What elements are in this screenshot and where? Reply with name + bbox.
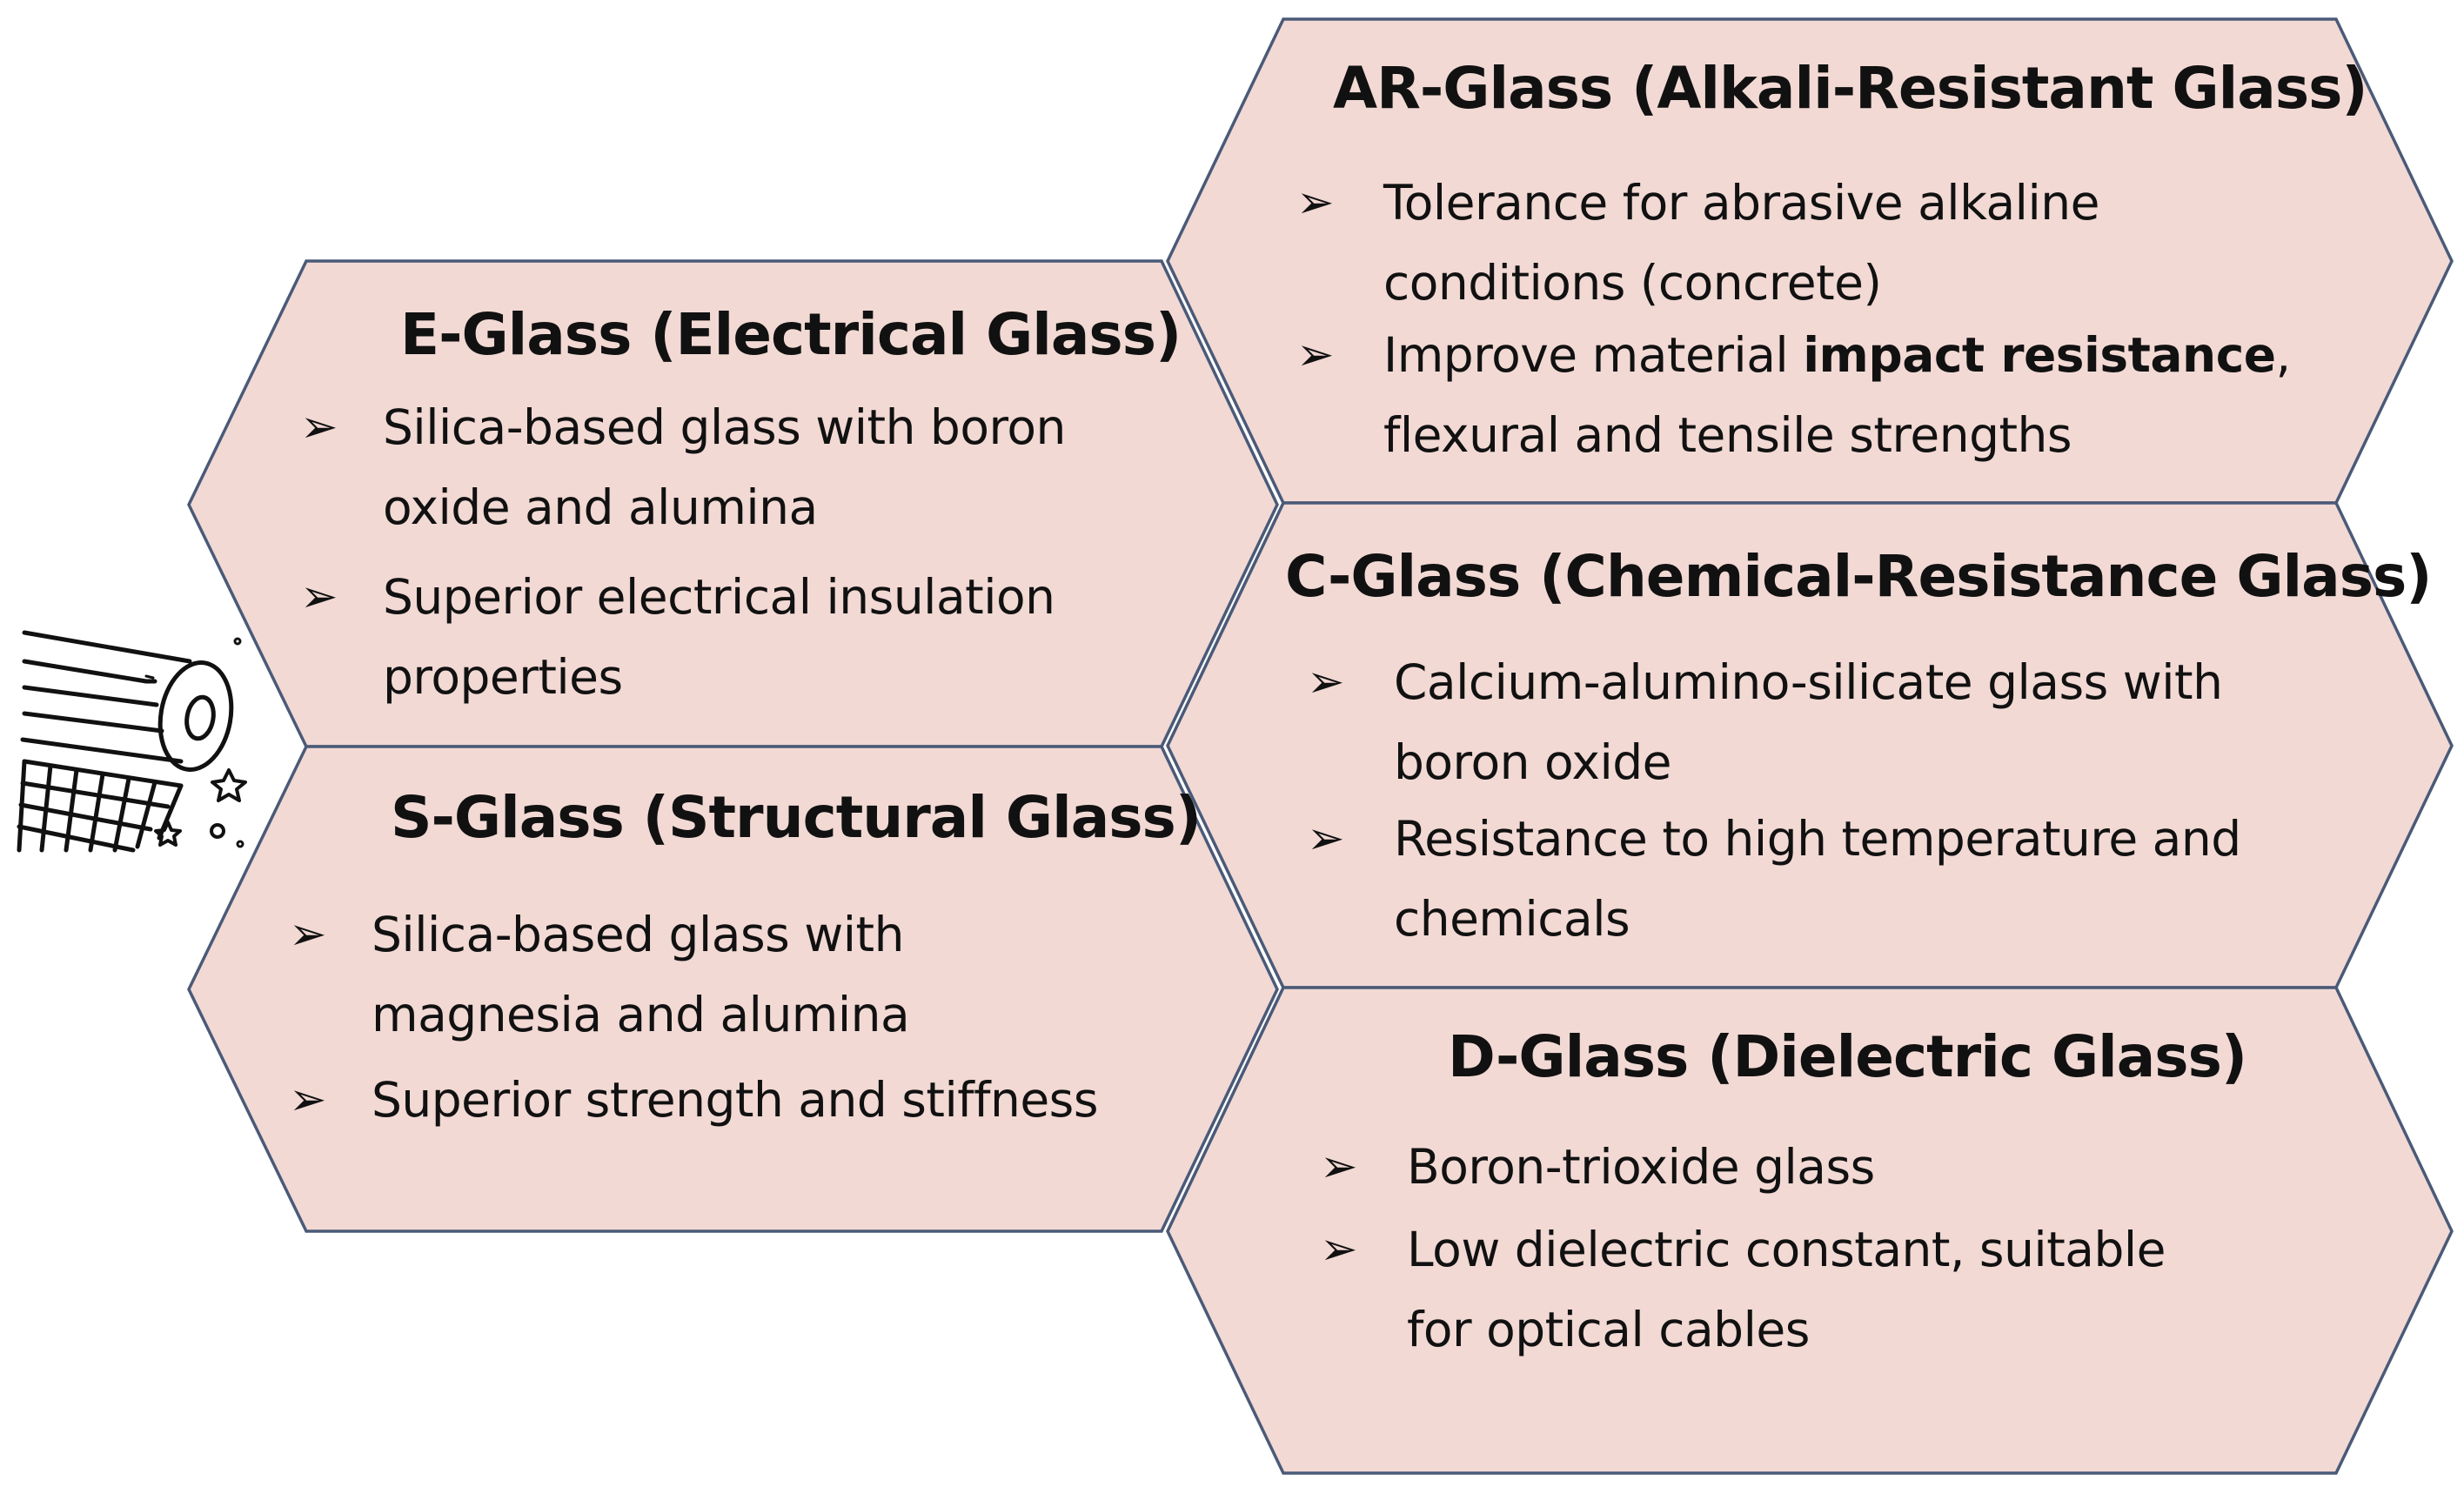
c-glass-card: C-Glass (Chemical-Resistance Glass) ➢ Ca… (1168, 503, 2452, 988)
ar-glass-bullet-2: ➢ Improve material impact resistance, fl… (1296, 315, 2436, 475)
c-glass-bullet-1-line-2: boron oxide (1394, 734, 1672, 790)
arrow-bullet-icon: ➢ (289, 1074, 327, 1126)
d-glass-title: D-Glass (Dielectric Glass) (1448, 1023, 2247, 1090)
e-glass-bullet-2-line-1: Superior electrical insulation (383, 569, 1055, 625)
e-glass-bullet-1: ➢ Silica-based glass with boron oxide an… (300, 387, 1257, 547)
e-glass-bullet-1-line-1: Silica-based glass with boron (383, 399, 1066, 455)
s-glass-bullet-2: ➢ Superior strength and stiffness (289, 1060, 1246, 1140)
ar-glass-card: AR-Glass (Alkali-Resistant Glass) ➢ Tole… (1168, 19, 2452, 503)
s-glass-bullet-1-line-2: magnesia and alumina (372, 987, 910, 1042)
s-glass-bullet-2-line-1: Superior strength and stiffness (372, 1072, 1099, 1128)
arrow-bullet-icon: ➢ (300, 401, 338, 453)
c-glass-title: C-Glass (Chemical-Resistance Glass) (1285, 543, 2432, 610)
arrow-bullet-icon: ➢ (1307, 656, 1345, 708)
s-glass-title: S-Glass (Structural Glass) (391, 784, 1202, 851)
d-glass-bullet-2-line-1: Low dielectric constant, suitable (1407, 1222, 2166, 1277)
s-glass-card: S-Glass (Structural Glass) ➢ Silica-base… (189, 747, 1277, 1231)
ar-glass-bullet-2-line-1-post: , (2275, 327, 2291, 383)
d-glass-hexagon (1166, 986, 2454, 1475)
ar-glass-bullet-1: ➢ Tolerance for abrasive alkaline condit… (1296, 163, 2427, 323)
arrow-bullet-icon: ➢ (1320, 1223, 1358, 1276)
arrow-bullet-icon: ➢ (289, 908, 327, 961)
c-glass-bullet-1: ➢ Calcium-alumino-silicate glass with bo… (1307, 642, 2438, 802)
ar-glass-bullet-2-line-2: flexural and tensile strengths (1383, 407, 2072, 463)
s-glass-bullet-1: ➢ Silica-based glass with magnesia and a… (289, 894, 1246, 1055)
arrow-bullet-icon: ➢ (1307, 813, 1345, 865)
ar-glass-bullet-1-line-2: conditions (concrete) (1383, 255, 1882, 311)
e-glass-title: E-Glass (Electrical Glass) (400, 301, 1182, 368)
ar-glass-bullet-2-line-1-pre: Improve material (1383, 327, 1804, 383)
ar-glass-bullet-2-bold: impact resistance (1803, 327, 2276, 383)
c-glass-bullet-1-line-1: Calcium-alumino-silicate glass with (1394, 654, 2223, 710)
arrow-bullet-icon: ➢ (1296, 177, 1335, 229)
c-glass-bullet-2: ➢ Resistance to high temperature and che… (1307, 799, 2438, 959)
d-glass-bullet-1: ➢ Boron-trioxide glass (1320, 1127, 2451, 1207)
ar-glass-title: AR-Glass (Alkali-Resistant Glass) (1333, 55, 2368, 122)
e-glass-card: E-Glass (Electrical Glass) ➢ Silica-base… (189, 261, 1277, 747)
d-glass-bullet-1-line-1: Boron-trioxide glass (1407, 1139, 1875, 1195)
e-glass-bullet-2-line-2: properties (383, 649, 623, 705)
s-glass-hexagon (187, 745, 1279, 1233)
s-glass-bullet-1-line-1: Silica-based glass with (372, 907, 904, 962)
arrow-bullet-icon: ➢ (300, 571, 338, 623)
c-glass-bullet-2-line-2: chemicals (1394, 891, 1630, 947)
ar-glass-bullet-1-line-1: Tolerance for abrasive alkaline (1383, 175, 2099, 231)
e-glass-bullet-1-line-2: oxide and alumina (383, 479, 818, 535)
c-glass-bullet-2-line-1: Resistance to high temperature and (1394, 811, 2241, 867)
d-glass-card: D-Glass (Dielectric Glass) ➢ Boron-triox… (1168, 988, 2452, 1473)
d-glass-bullet-2: ➢ Low dielectric constant, suitable for … (1320, 1209, 2451, 1370)
e-glass-bullet-2: ➢ Superior electrical insulation propert… (300, 557, 1257, 717)
d-glass-bullet-2-line-2: for optical cables (1407, 1302, 1810, 1357)
arrow-bullet-icon: ➢ (1296, 329, 1335, 381)
glass-fiber-roll-icon (17, 630, 247, 853)
arrow-bullet-icon: ➢ (1320, 1141, 1358, 1193)
